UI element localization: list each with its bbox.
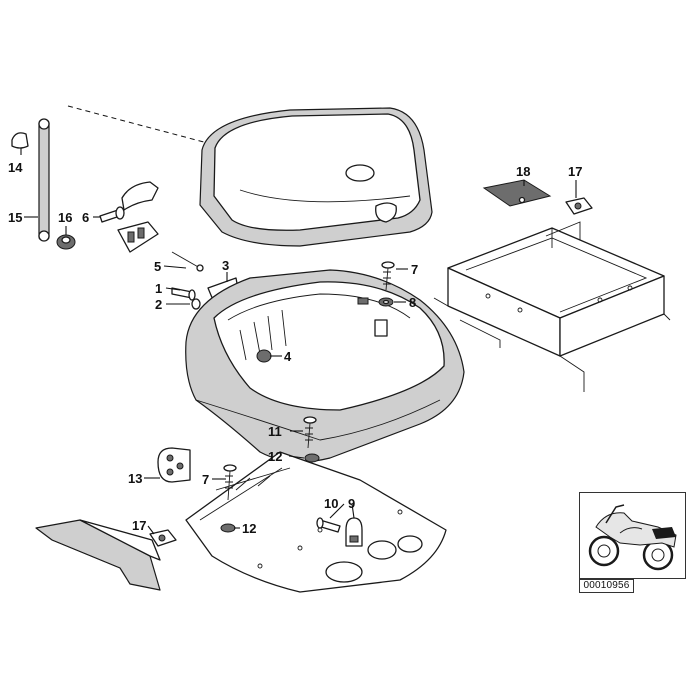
side-trim-panel [35, 519, 161, 591]
callout-5: 5 [154, 259, 161, 274]
clip-part-14 [11, 132, 29, 149]
alignment-dash-line [67, 105, 216, 146]
washer-part-8 [378, 297, 394, 307]
clip-nut-part-17-upper [565, 197, 593, 215]
callout-13: 13 [128, 471, 142, 486]
screw-part-7-upper [381, 261, 395, 291]
diagram-reference-number: 00010956 [579, 579, 634, 593]
callout-3: 3 [222, 258, 229, 273]
callout-10: 10 [324, 496, 338, 511]
bolt-part-1 [171, 287, 196, 301]
screw-part-11 [303, 416, 317, 449]
motorcycle-silhouette [588, 504, 677, 571]
callout-9: 9 [348, 496, 355, 511]
callout-11: 11 [268, 424, 282, 439]
callout-17-upper: 17 [568, 164, 582, 179]
callout-16: 16 [58, 210, 72, 225]
callout-12-lower: 12 [242, 521, 256, 536]
callout-15: 15 [8, 210, 22, 225]
carrier-frame [433, 221, 671, 392]
callout-7-upper: 7 [411, 262, 418, 277]
latch-block-part [117, 221, 159, 253]
bushing-part-4 [256, 349, 272, 363]
screw-part-7-lower [223, 464, 237, 501]
callout-labels: 14 15 16 6 5 3 1 2 4 7 8 18 17 11 12 7 1… [8, 160, 582, 536]
spring-part-5 [171, 251, 204, 272]
washer-part-2 [191, 298, 201, 310]
callout-8: 8 [409, 295, 416, 310]
callout-12-upper: 12 [268, 449, 282, 464]
strap-part-15 [38, 118, 50, 242]
clip-nut-part-17-lower [149, 529, 177, 547]
plate-part-18 [482, 179, 552, 207]
callout-17-lower: 17 [132, 518, 146, 533]
callout-1: 1 [155, 281, 162, 296]
bracket-part-13 [157, 447, 191, 483]
bolt-part-10 [316, 517, 341, 533]
base-plate [185, 451, 447, 593]
callout-4: 4 [284, 349, 292, 364]
grommet-part-16 [56, 234, 76, 250]
callout-18: 18 [516, 164, 530, 179]
callout-2: 2 [155, 297, 162, 312]
callout-14: 14 [8, 160, 23, 175]
washer-part-12-lower [220, 523, 236, 533]
leader-lines [20, 148, 577, 535]
callout-7-lower: 7 [202, 472, 209, 487]
screw-part-6 [99, 206, 125, 223]
bracket-part-9 [345, 517, 363, 547]
case-bottom-tub [185, 269, 465, 463]
callout-6: 6 [82, 210, 89, 225]
washer-part-12-upper [304, 453, 320, 463]
latch-handle-part [121, 181, 159, 211]
top-case-lid [199, 107, 433, 247]
motorcycle-locator-inset [579, 492, 686, 579]
